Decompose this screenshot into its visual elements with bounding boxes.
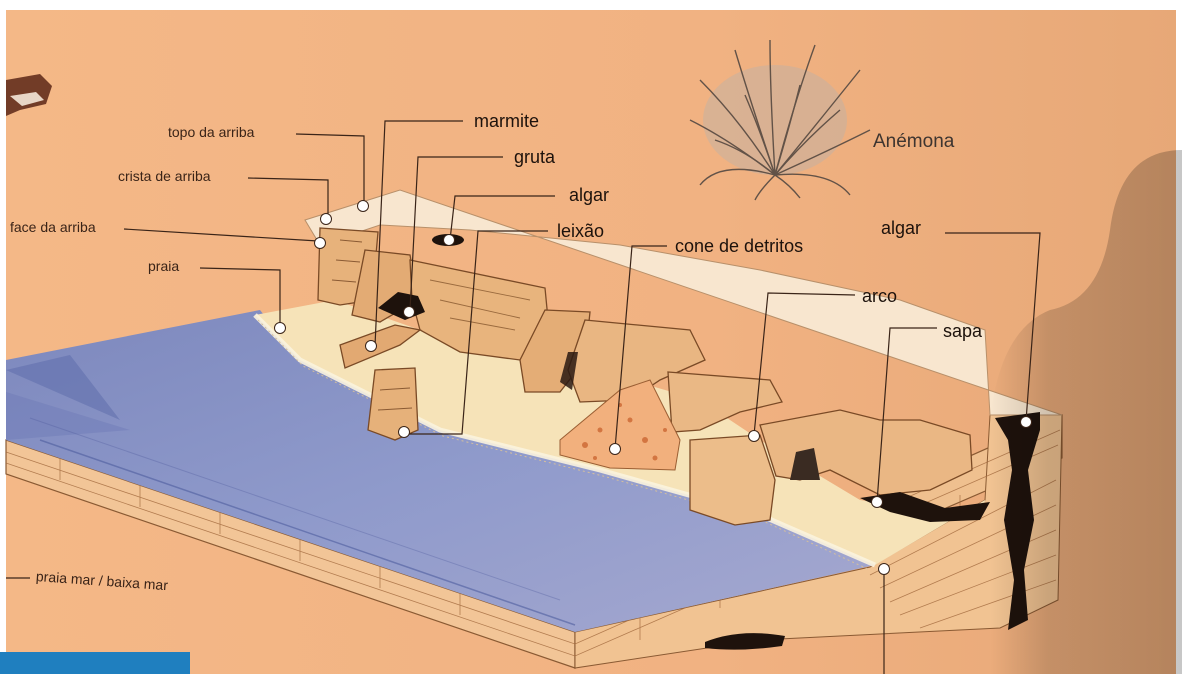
label-praia: praia	[148, 259, 179, 273]
label-sapa: sapa	[943, 322, 982, 340]
blue-strip	[0, 652, 190, 674]
label-algar-top: algar	[569, 186, 609, 204]
label-algar-right: algar	[881, 219, 921, 237]
label-topo-da-arriba: topo da arriba	[168, 125, 254, 139]
label-leixao: leixão	[557, 222, 604, 240]
label-anemona: Anémona	[873, 132, 954, 151]
white-border-top	[0, 0, 1182, 10]
label-marmite: marmite	[474, 112, 539, 130]
white-border-left	[0, 0, 6, 674]
label-face-da-arriba: face da arriba	[10, 220, 96, 234]
label-crista-de-arriba: crista de arriba	[118, 169, 211, 183]
label-cone-de-detritos: cone de detritos	[675, 237, 803, 255]
label-arco: arco	[862, 287, 897, 305]
label-gruta: gruta	[514, 148, 555, 166]
